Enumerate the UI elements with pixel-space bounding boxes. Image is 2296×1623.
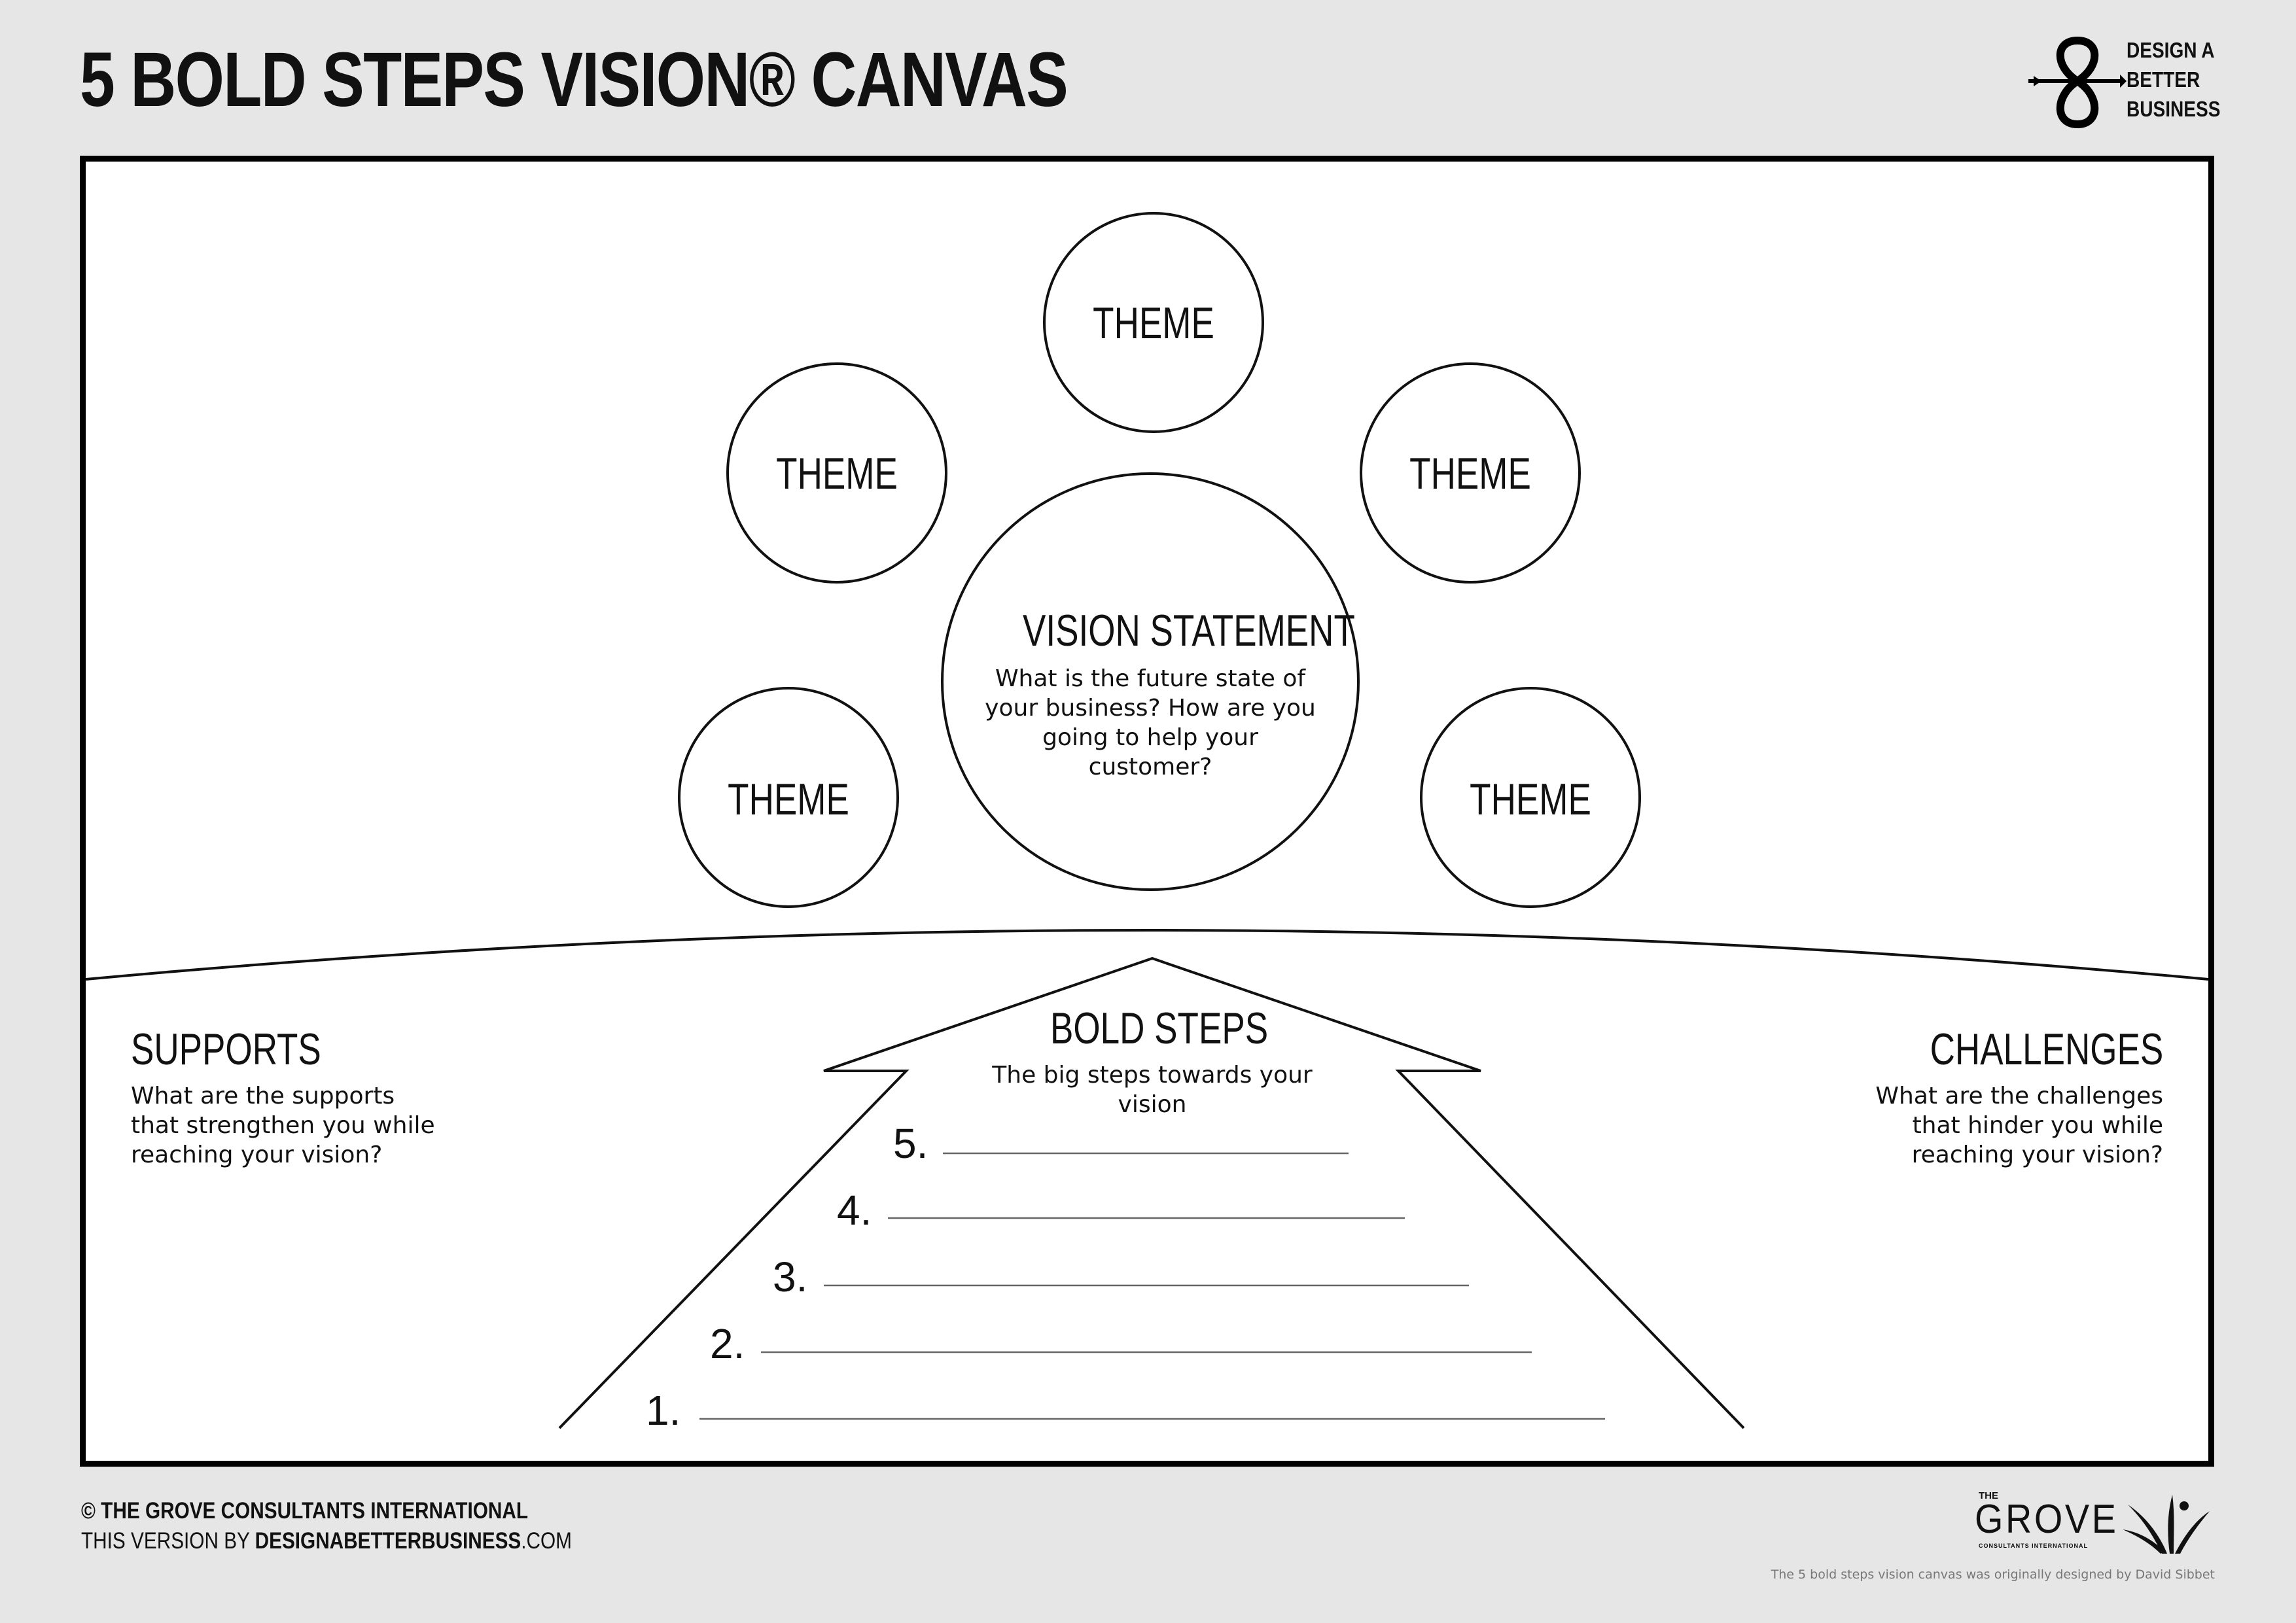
- theme-label-lower-right: THEME: [1470, 775, 1591, 824]
- bold-steps-arrow: [558, 956, 1745, 1429]
- supports-line-3: reaching your vision?: [131, 1142, 383, 1168]
- supports-line-1: What are the supports: [131, 1083, 395, 1109]
- supports-description: What are the supports that strengthen yo…: [131, 1081, 435, 1170]
- challenges-heading: CHALLENGES: [1930, 1024, 2163, 1074]
- step-number-2: 2.: [710, 1320, 745, 1367]
- theme-circle-upper-left[interactable]: [726, 362, 947, 584]
- challenges-line-1: What are the challenges: [1875, 1083, 2163, 1109]
- grove-logo-name: GROVE: [1975, 1497, 2119, 1542]
- footer-version-prefix: THIS VERSION BY: [81, 1528, 255, 1554]
- bold-steps-subtitle: The big steps towards your vision: [992, 1062, 1313, 1118]
- grove-logo-sub: CONSULTANTS INTERNATIONAL: [1979, 1543, 2088, 1549]
- design-a-better-business-logo: DESIGN A BETTER BUSINESS: [2028, 34, 2225, 132]
- footer-version: THIS VERSION BY DESIGNABETTERBUSINESS.CO…: [81, 1527, 572, 1556]
- step-number-4: 4.: [837, 1187, 872, 1234]
- theme-circle-lower-left[interactable]: [678, 687, 899, 908]
- infinity-arrow-icon: [2028, 36, 2127, 129]
- vision-line-4: customer?: [1088, 754, 1212, 780]
- designer-credit: The 5 bold steps vision canvas was origi…: [1771, 1567, 2215, 1582]
- logo-line-1: DESIGN A: [2127, 38, 2215, 62]
- footer-version-suffix: .COM: [521, 1528, 572, 1554]
- horizon-arc: [86, 929, 2208, 981]
- vision-line-3: going to help your: [1042, 724, 1258, 751]
- bold-steps-heading: BOLD STEPS: [1050, 1003, 1269, 1053]
- challenges-line-3: reaching your vision?: [1911, 1142, 2163, 1168]
- vision-line-1: What is the future state of: [995, 665, 1306, 692]
- vision-statement-description: What is the future state of your busines…: [954, 664, 1347, 782]
- canvas-diagram: [86, 212, 2208, 1429]
- logo-line-3: BUSINESS: [2127, 97, 2221, 121]
- page-title: 5 BOLD STEPS VISION® CANVAS: [80, 37, 1069, 123]
- the-grove-logo: THE GROVE CONSULTANTS INTERNATIONAL: [1969, 1485, 2218, 1557]
- logo-line-2: BETTER: [2127, 67, 2200, 92]
- canvas-frame: THEME THEME THEME THEME THEME VISION STA…: [80, 156, 2214, 1467]
- theme-label-top: THEME: [1093, 298, 1214, 348]
- footer-copyright: © THE GROVE CONSULTANTS INTERNATIONAL: [81, 1498, 529, 1524]
- theme-circle-upper-right[interactable]: [1360, 362, 1581, 584]
- theme-label-upper-left: THEME: [776, 449, 898, 498]
- vision-statement-heading: VISION STATEMENT: [1023, 606, 1355, 655]
- supports-heading: SUPPORTS: [131, 1024, 321, 1074]
- grove-tree-icon: [2123, 1495, 2210, 1554]
- vision-line-2: your business? How are you: [985, 695, 1316, 722]
- challenges-line-2: that hinder you while: [1912, 1112, 2163, 1139]
- supports-line-2: that strengthen you while: [131, 1112, 435, 1139]
- theme-label-lower-left: THEME: [728, 775, 849, 824]
- theme-circle-top[interactable]: [1043, 212, 1264, 433]
- footer-version-link[interactable]: DESIGNABETTERBUSINESS: [255, 1528, 521, 1554]
- challenges-description: What are the challenges that hinder you …: [1875, 1081, 2163, 1170]
- grove-logo-the: THE: [1979, 1490, 1998, 1501]
- theme-label-upper-right: THEME: [1409, 449, 1531, 498]
- step-number-3: 3.: [773, 1253, 808, 1300]
- step-number-1: 1.: [646, 1387, 681, 1434]
- vision-statement-circle[interactable]: [941, 472, 1360, 891]
- step-number-5: 5.: [893, 1120, 928, 1167]
- theme-circle-lower-right[interactable]: [1420, 687, 1641, 908]
